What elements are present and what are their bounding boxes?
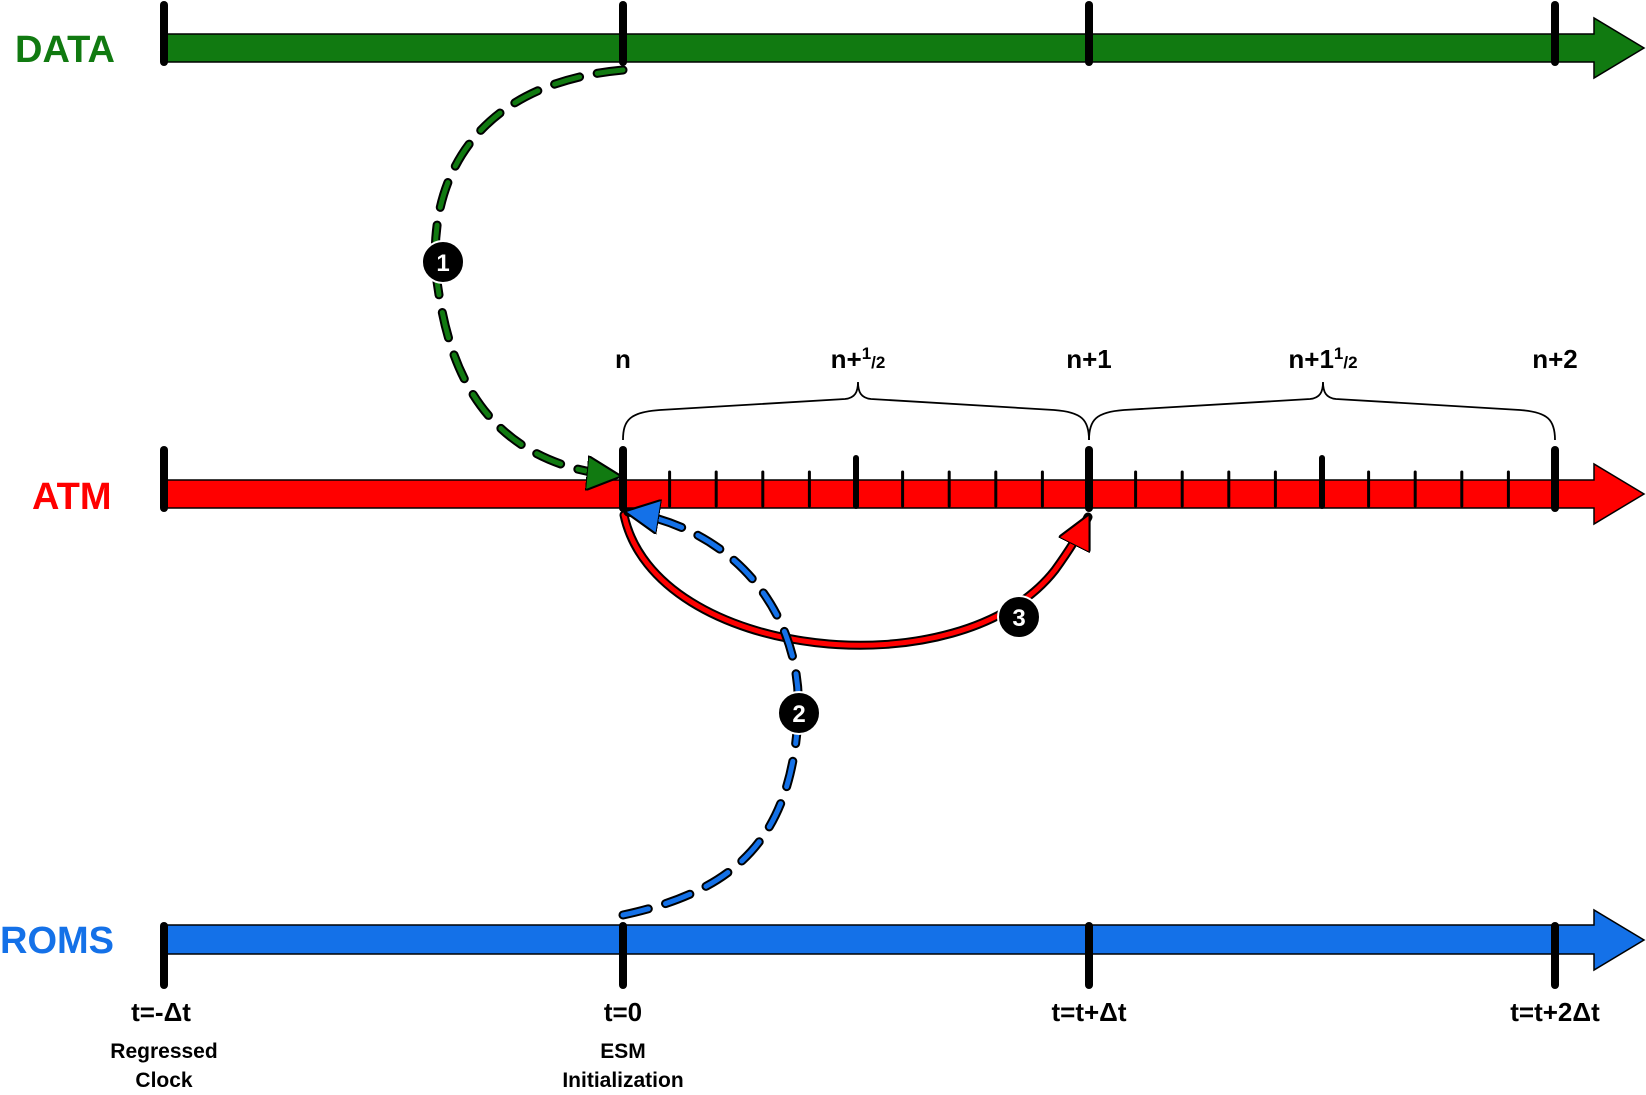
arrow-1-data-to-atm-fill — [432, 67, 626, 476]
step-label-n1: n+1 — [1066, 344, 1112, 374]
step-label-n-half: n+1/2 — [831, 344, 886, 374]
notes: Regressed Clock ESM Initialization — [110, 1040, 683, 1092]
atm-timeline-label: ATM — [32, 476, 112, 518]
step-label-n: n — [615, 344, 631, 374]
svg-text:3: 3 — [1012, 605, 1025, 632]
brace-step-2 — [1088, 381, 1556, 441]
time-label-plus-2dt: t=t+2Δt — [1510, 997, 1600, 1027]
data-timeline-label: DATA — [15, 29, 115, 71]
atm-step-labels: n n+1/2 n+1 n+11/2 n+2 — [615, 344, 1578, 374]
note-regressed: Regressed — [110, 1040, 217, 1063]
arrow-1-data-to-atm — [430, 65, 628, 481]
atm-timeline: ATM — [32, 446, 1646, 526]
step-label-n1-half: n+11/2 — [1288, 344, 1357, 374]
roms-timeline-bar — [163, 908, 1646, 972]
roms-timeline: ROMS — [0, 908, 1646, 989]
brace-step-1 — [622, 381, 1090, 441]
data-timeline-bar — [163, 16, 1646, 80]
badge-2: 2 — [777, 691, 821, 735]
step-label-n2: n+2 — [1532, 344, 1578, 374]
svg-text:2: 2 — [792, 701, 805, 728]
time-labels: t=-Δt t=0 t=t+Δt t=t+2Δt — [131, 997, 1600, 1027]
time-label-minus-dt: t=-Δt — [131, 997, 191, 1027]
roms-timeline-label: ROMS — [0, 920, 114, 962]
arrow-3-atm-advance-fill — [621, 515, 1088, 648]
note-initialization: Initialization — [562, 1069, 683, 1092]
badge-1: 1 — [421, 240, 465, 284]
time-label-zero: t=0 — [604, 997, 642, 1027]
atm-minor-ticks — [668, 455, 1510, 509]
time-label-plus-dt: t=t+Δt — [1051, 997, 1126, 1027]
note-esm: ESM — [600, 1040, 646, 1063]
badge-3: 3 — [997, 595, 1041, 639]
data-timeline: DATA — [15, 1, 1646, 80]
note-clock: Clock — [135, 1069, 193, 1092]
svg-text:1: 1 — [436, 250, 449, 277]
